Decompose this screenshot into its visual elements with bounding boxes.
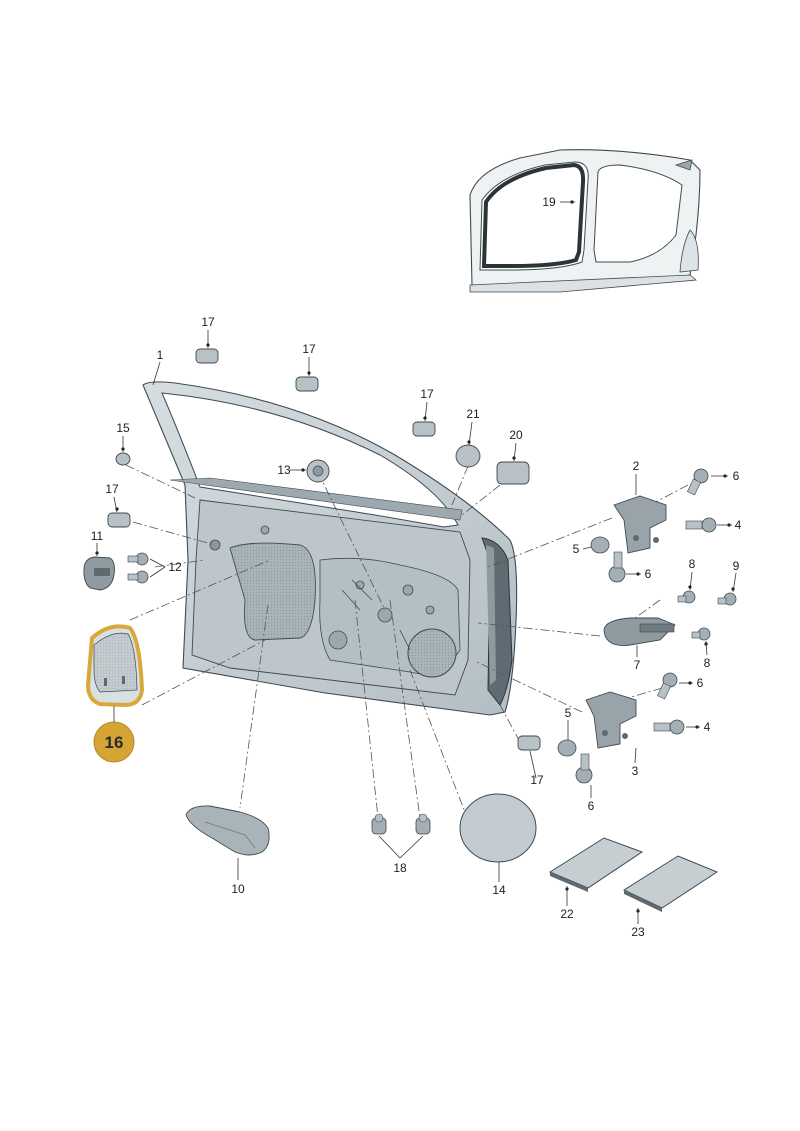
callout-22: 22 <box>560 907 574 921</box>
bolt-6-top <box>687 468 709 496</box>
assembly-lines <box>125 464 689 826</box>
cap-17-e <box>517 735 541 751</box>
bolt-6-mid <box>608 551 626 583</box>
cap-17-c <box>412 421 436 437</box>
foil-14 <box>459 793 537 863</box>
plug-21 <box>455 444 481 468</box>
callout-6-bottom: 6 <box>588 799 595 813</box>
callout-8-bottom: 8 <box>704 656 711 670</box>
callout-9: 9 <box>733 559 740 573</box>
callout-5-lower: 5 <box>565 706 572 720</box>
car-body-inset <box>469 149 701 293</box>
bolt-4-top <box>685 517 717 533</box>
hinge-upper-2 <box>613 495 667 554</box>
callout-19: 19 <box>542 195 556 209</box>
callout-4-lower: 4 <box>704 720 711 734</box>
housing-10 <box>185 805 270 856</box>
door-check-7 <box>603 617 676 646</box>
bolt-4-lower <box>653 719 685 735</box>
bolts-12 <box>127 552 149 584</box>
door-seal-19 <box>481 162 586 268</box>
callout-12: 12 <box>168 560 182 574</box>
callout-6-top: 6 <box>733 469 740 483</box>
leader-lines <box>95 200 737 924</box>
cap-17-a <box>195 348 219 364</box>
callout-7: 7 <box>634 658 641 672</box>
callout-17-b: 17 <box>302 342 316 356</box>
callout-17-c: 17 <box>420 387 434 401</box>
highlighted-part-16 <box>85 624 145 708</box>
callout-17-d: 17 <box>105 482 119 496</box>
grommet-13 <box>306 459 330 483</box>
clip-18-a <box>371 813 387 835</box>
cap-20 <box>496 461 530 485</box>
callout-10: 10 <box>231 882 245 896</box>
callout-5-top: 5 <box>573 542 580 556</box>
callout-21: 21 <box>466 407 480 421</box>
callout-4-top: 4 <box>735 518 742 532</box>
bolt-8-bottom <box>691 627 711 641</box>
hinge-lower-3 <box>585 691 637 749</box>
callout-13: 13 <box>277 463 291 477</box>
washer-5-top <box>590 536 610 554</box>
plug-15 <box>115 452 131 466</box>
cap-17-b <box>295 376 319 392</box>
cap-17-d <box>107 512 131 528</box>
callout-16: 16 <box>105 733 124 752</box>
callout-20: 20 <box>509 428 523 442</box>
callout-17-e: 17 <box>530 773 544 787</box>
callout-3: 3 <box>632 764 639 778</box>
callout-6-lower: 6 <box>697 676 704 690</box>
bolt-6-bottom <box>575 753 593 784</box>
callout-15: 15 <box>116 421 130 435</box>
callout-2: 2 <box>633 459 640 473</box>
striker-11 <box>83 556 115 591</box>
washer-5-lower <box>557 739 577 757</box>
callout-labels: 1 2 3 4 4 5 5 6 6 6 6 7 8 8 9 10 11 12 1… <box>91 195 742 939</box>
clip-18-b <box>415 813 431 835</box>
callout-1: 1 <box>157 348 164 362</box>
callout-17-a: 17 <box>201 315 215 329</box>
callout-6-mid: 6 <box>645 567 652 581</box>
bolt-6-lower <box>657 672 678 700</box>
callout-14: 14 <box>492 883 506 897</box>
callout-8-top: 8 <box>689 557 696 571</box>
callout-23: 23 <box>631 925 645 939</box>
bolt-8-top <box>677 590 696 604</box>
callout-18: 18 <box>393 861 407 875</box>
door-panel <box>142 381 518 716</box>
callout-11: 11 <box>91 529 104 543</box>
bolt-9 <box>717 592 737 606</box>
